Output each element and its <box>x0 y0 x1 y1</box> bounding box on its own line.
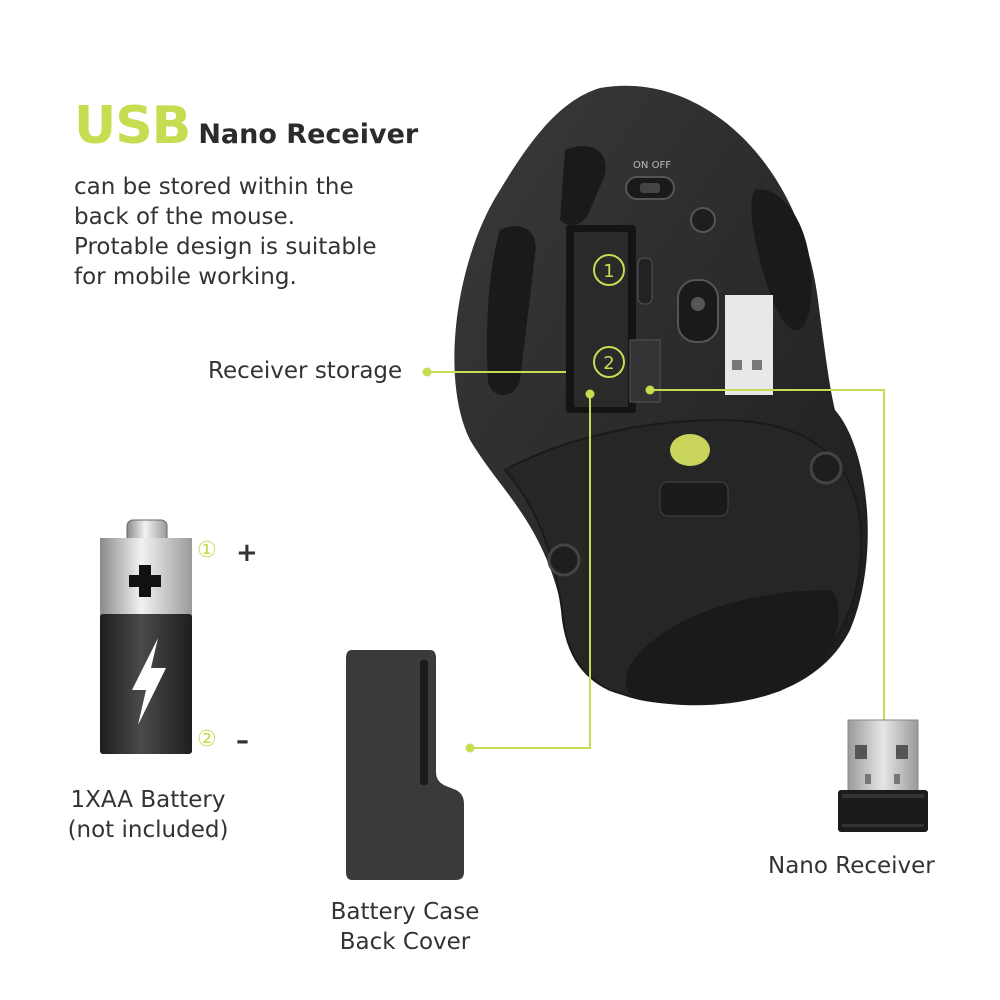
regulatory-sticker <box>725 295 773 395</box>
battery-label-line2: (not included) <box>67 817 229 843</box>
battery-positive-sign: + <box>236 538 258 568</box>
description: can be stored within the back of the mou… <box>74 172 414 292</box>
mouse-bottom: ON OFF 1 2 <box>454 85 868 706</box>
connect-button <box>690 207 716 233</box>
heading-usb: USB <box>74 96 191 156</box>
back-cover-label-line1: Battery Case <box>330 899 480 925</box>
description-line: back of the mouse. <box>74 204 296 230</box>
battery-label: 1XAA Battery (not included) <box>58 785 238 845</box>
glide-pad-bottom <box>625 590 839 705</box>
dpi-button <box>659 481 729 517</box>
callout-lines <box>427 371 885 749</box>
back-cover-label: Battery Case Back Cover <box>310 897 500 957</box>
nano-receiver-label: Nano Receiver <box>768 853 935 879</box>
aa-battery <box>100 519 192 754</box>
green-sticker <box>670 434 710 466</box>
receiver-slot <box>629 339 661 403</box>
glide-pad-left <box>486 226 536 395</box>
slot-mark-2: 2 <box>603 353 614 374</box>
bolt-icon <box>132 638 166 725</box>
description-line: for mobile working. <box>74 264 297 290</box>
heading-nano-receiver: Nano Receiver <box>198 119 419 150</box>
receiver-storage-label: Receiver storage <box>208 358 403 384</box>
description-line: Protable design is suitable <box>74 234 377 260</box>
back-cover-label-line2: Back Cover <box>339 929 471 955</box>
description-line: can be stored within the <box>74 174 354 200</box>
battery-negative-mark: ② <box>197 727 217 752</box>
glide-pad-top <box>560 146 606 226</box>
battery-back-cover <box>346 650 464 880</box>
battery-negative-sign: – <box>236 726 249 756</box>
battery-label-line1: 1XAA Battery <box>70 787 226 813</box>
switch-label: ON OFF <box>633 160 671 171</box>
usb-nano-receiver <box>838 719 928 832</box>
slot-mark-1: 1 <box>603 261 614 282</box>
glide-pad-right <box>751 189 812 331</box>
battery-positive-mark: ① <box>197 538 217 563</box>
